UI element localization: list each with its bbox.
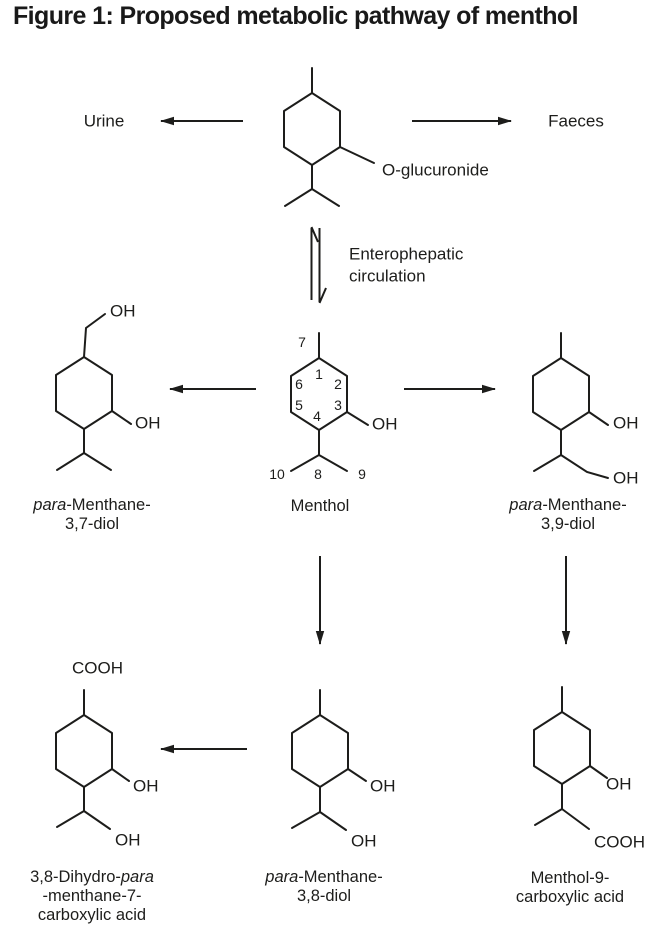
bond-oh3 bbox=[111, 768, 130, 782]
structure-pmd39: OH OH para-Menthane- 3,9-diol bbox=[508, 332, 639, 533]
compound-name-menthol: Menthol bbox=[291, 497, 350, 515]
compound-name-pmd37-line2: 3,7-diol bbox=[65, 515, 119, 533]
cyclohexane-ring bbox=[533, 711, 591, 785]
bond-isopropyl-left bbox=[284, 188, 313, 207]
oh-label: OH bbox=[613, 469, 639, 488]
bond-ch2oh9 bbox=[560, 454, 609, 479]
oh-label: OH bbox=[133, 777, 159, 796]
compound-name-pmd37-line1: para-Menthane- bbox=[32, 496, 150, 514]
atom-number-2: 2 bbox=[334, 376, 342, 392]
bond-c8-methyl bbox=[291, 811, 321, 829]
bond-oh3 bbox=[589, 765, 608, 779]
bond-isopropyl-right bbox=[311, 188, 340, 207]
cyclohexane-ring bbox=[55, 356, 113, 430]
arrow-down-barb bbox=[318, 287, 327, 304]
oh-label: OH bbox=[115, 831, 141, 850]
bond-c8-methyl bbox=[533, 454, 562, 472]
recirculation-label-line1: Enterophepatic bbox=[349, 245, 464, 264]
bond-oh3 bbox=[111, 410, 132, 425]
recirculation-label-line2: circulation bbox=[349, 267, 426, 286]
atom-number-3: 3 bbox=[334, 397, 342, 413]
compound-name-pmd39-line1: para-Menthane- bbox=[508, 496, 626, 514]
bond-isopropyl-left bbox=[290, 454, 320, 472]
cyclohexane-ring bbox=[55, 714, 113, 788]
bond-isopropyl-right bbox=[318, 454, 348, 472]
compound-name-pmd39-line2: 3,9-diol bbox=[541, 515, 595, 533]
bond-o-glucuronide bbox=[339, 146, 375, 164]
atom-number-4: 4 bbox=[313, 408, 321, 424]
atom-number-9: 9 bbox=[358, 466, 366, 482]
compound-name-dihydro-line2: -menthane-7- bbox=[42, 887, 141, 905]
oh-label: OH bbox=[135, 414, 161, 433]
structure-dihydro-pmca: COOH OH OH 3,8-Dihydro-para -menthane-7-… bbox=[30, 659, 158, 925]
urine-label: Urine bbox=[84, 112, 125, 131]
structure-menthol9ca: OH COOH Menthol-9- carboxylic acid bbox=[516, 686, 645, 906]
compound-name-pmd38-line2: 3,8-diol bbox=[297, 887, 351, 905]
atom-number-5: 5 bbox=[295, 397, 303, 413]
atom-number-10: 10 bbox=[269, 466, 285, 482]
oh-label: OH bbox=[351, 832, 377, 851]
figure-title: Figure 1: Proposed metabolic pathway of … bbox=[13, 2, 579, 30]
bond-ch2oh bbox=[83, 313, 106, 358]
cooh-label: COOH bbox=[72, 659, 123, 678]
arrow-up-barb bbox=[310, 226, 319, 243]
cyclohexane-ring bbox=[283, 92, 341, 166]
atom-number-8: 8 bbox=[314, 466, 322, 482]
bond-oh3 bbox=[588, 411, 609, 426]
cyclohexane-ring bbox=[291, 714, 349, 788]
bond-oh3 bbox=[347, 768, 367, 782]
oh-label: OH bbox=[372, 415, 398, 434]
o-glucuronide-label: O-glucuronide bbox=[382, 161, 489, 180]
bond-c8-methyl bbox=[534, 808, 563, 826]
bond-oh8 bbox=[319, 811, 347, 831]
structure-menthol: OH 7 1 2 6 3 5 4 10 8 9 Menthol bbox=[269, 332, 398, 515]
atom-number-7: 7 bbox=[298, 334, 306, 350]
bond-isopropyl-right bbox=[83, 452, 112, 471]
compound-name-dihydro-line3: carboxylic acid bbox=[38, 906, 146, 924]
bond-oh8 bbox=[83, 810, 111, 830]
structure-menthol-glucuronide: O-glucuronide bbox=[283, 67, 489, 207]
oh-label: OH bbox=[613, 414, 639, 433]
structure-pmd38: OH OH para-Menthane- 3,8-diol bbox=[264, 689, 396, 905]
oh-label: OH bbox=[370, 777, 396, 796]
structure-pmd37: OH OH para-Menthane- 3,7-diol bbox=[32, 302, 160, 534]
atom-number-1: 1 bbox=[315, 366, 323, 382]
compound-name-m9ca-line2: carboxylic acid bbox=[516, 888, 624, 906]
bond-isopropyl-left bbox=[56, 452, 85, 471]
compound-name-dihydro-line1: 3,8-Dihydro-para bbox=[30, 868, 154, 886]
equilibrium-arrows bbox=[310, 226, 327, 304]
compound-name-m9ca-line1: Menthol-9- bbox=[531, 869, 610, 887]
bond-oh3 bbox=[346, 411, 369, 426]
bond-c8-methyl bbox=[56, 810, 85, 828]
faeces-label: Faeces bbox=[548, 112, 604, 131]
bond-cooh9 bbox=[561, 808, 590, 830]
compound-name-pmd38-line1: para-Menthane- bbox=[264, 868, 382, 886]
atom-number-6: 6 bbox=[295, 376, 303, 392]
oh-label: OH bbox=[110, 302, 136, 321]
oh-label: OH bbox=[606, 775, 632, 794]
cooh-label: COOH bbox=[594, 833, 645, 852]
cyclohexane-ring bbox=[532, 357, 590, 431]
